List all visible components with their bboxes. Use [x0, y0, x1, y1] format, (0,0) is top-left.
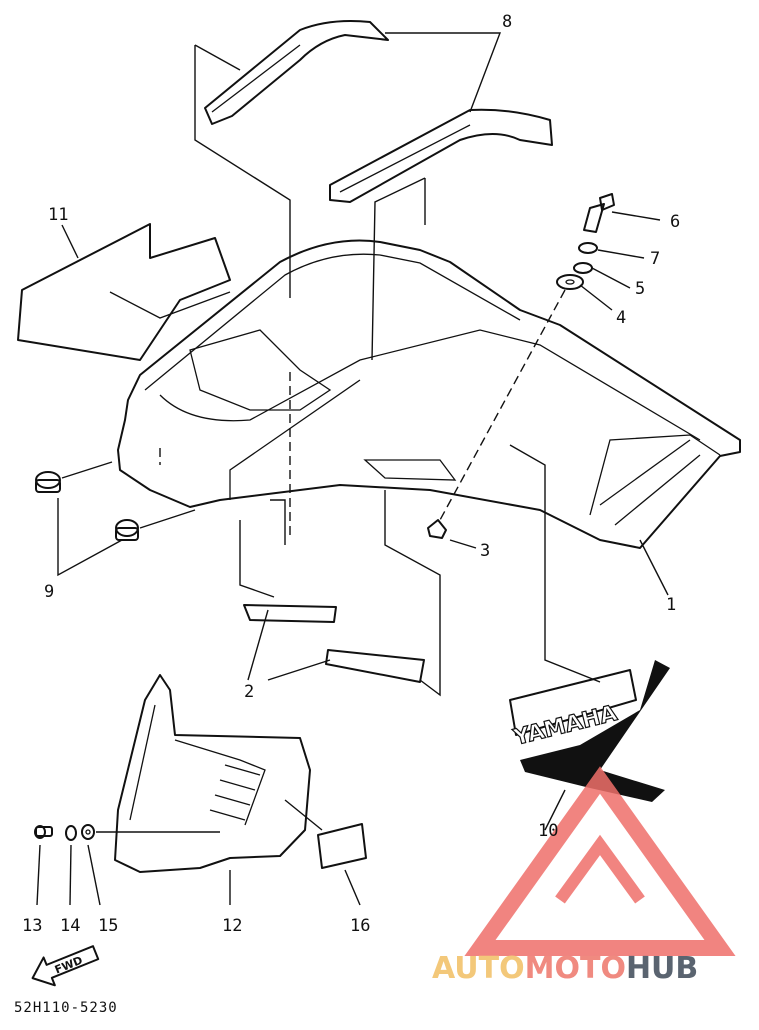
part-12-lower-cover: [114, 674, 311, 873]
fwd-arrow: FWD: [31, 945, 100, 987]
fwd-text: FWD: [53, 954, 85, 977]
label-3: 3: [480, 541, 490, 561]
label-5: 5: [635, 279, 645, 299]
label-16: 16: [350, 916, 370, 936]
label-9: 9: [44, 582, 54, 602]
label-7: 7: [650, 249, 660, 269]
label-13: 13: [22, 916, 42, 936]
part-7-clip: [578, 242, 598, 254]
label-12: 12: [222, 916, 242, 936]
label-8: 8: [502, 12, 512, 32]
part-13-screw: [34, 825, 53, 839]
part-2-strips: [243, 604, 425, 683]
label-1: 1: [666, 595, 676, 615]
part-4-grommet: [556, 274, 584, 290]
label-4: 4: [616, 308, 626, 328]
part-15-nut: [81, 824, 95, 840]
part-3-clip: [427, 519, 447, 539]
part-11-decal: [17, 223, 231, 361]
part-14-washer: [65, 825, 77, 841]
label-15: 15: [98, 916, 118, 936]
label-6: 6: [670, 212, 680, 232]
watermark-text: AUTOMOTOHUB: [432, 951, 698, 986]
part-16-pad: [317, 823, 367, 869]
label-14: 14: [60, 916, 80, 936]
watermark-logo: [464, 766, 736, 956]
label-2: 2: [244, 682, 254, 702]
diagram-code: 52H110-5230: [14, 1000, 118, 1016]
leader-lines: [36, 32, 669, 906]
label-10: 10: [538, 821, 558, 841]
label-11: 11: [48, 205, 68, 225]
watermark-hub: HUB: [626, 951, 698, 986]
watermark-moto: MOTO: [525, 951, 626, 986]
part-6-bolt: [583, 193, 615, 233]
watermark-auto: AUTO: [432, 951, 525, 986]
part-9-dampers: [35, 471, 139, 541]
part-5-washer: [573, 262, 593, 274]
part-8-rails: [204, 20, 553, 203]
